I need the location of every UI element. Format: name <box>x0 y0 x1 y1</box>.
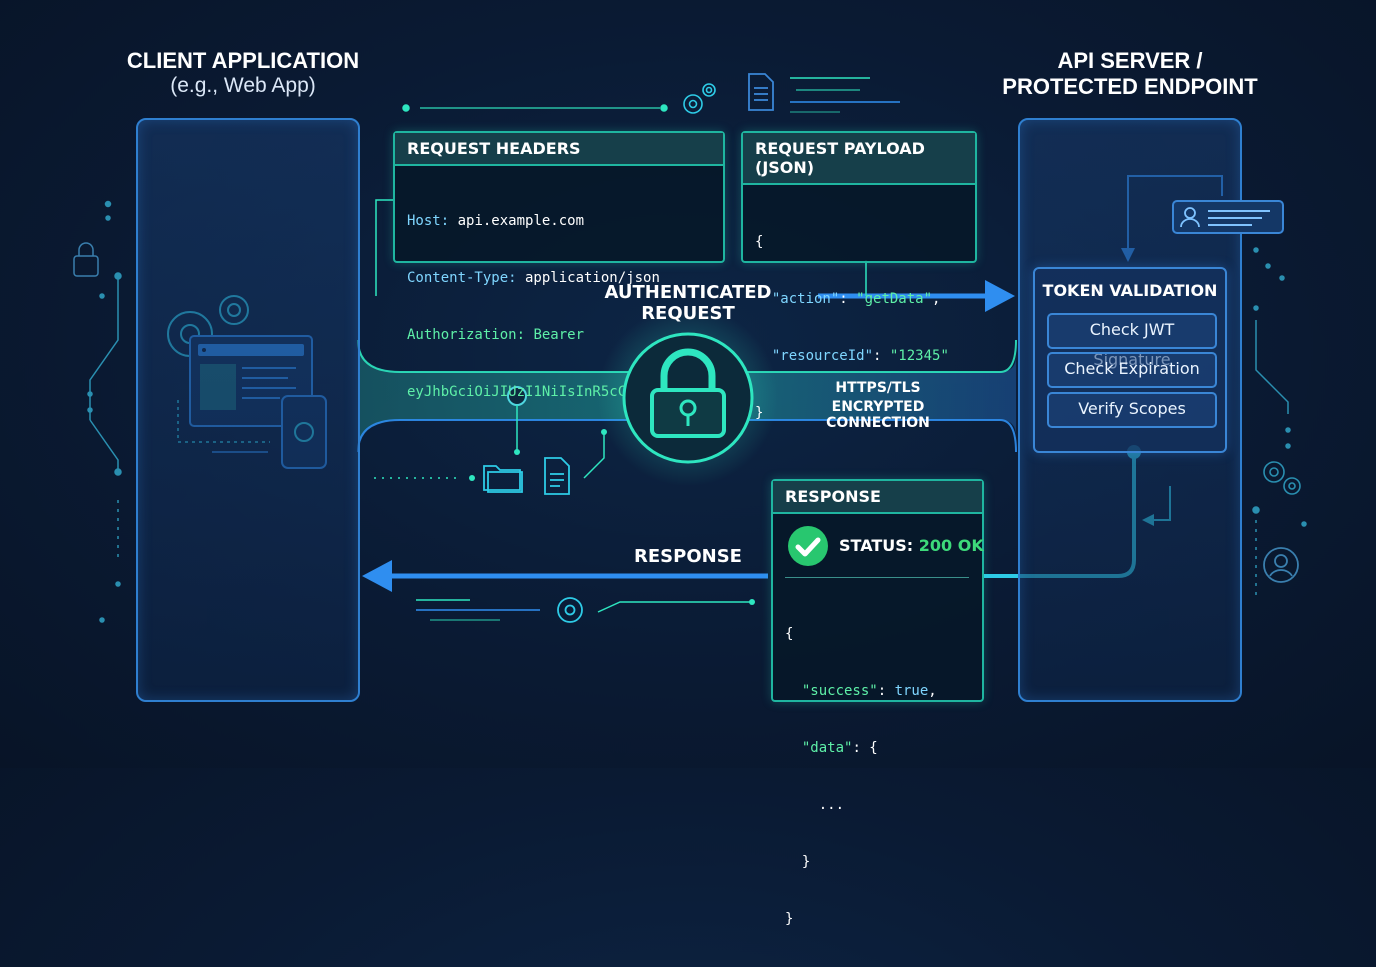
tunnel-node <box>507 386 527 455</box>
payload-open-brace: { <box>755 234 764 250</box>
tls-label-line1: HTTPS/TLS <box>835 380 921 396</box>
gear-icon <box>1260 458 1306 500</box>
server-title-line2: PROTECTED ENDPOINT <box>1002 74 1258 99</box>
server-title-line1: API SERVER / <box>1057 48 1203 73</box>
server-identity-card <box>1172 200 1284 234</box>
header-host-value: api.example.com <box>449 213 585 229</box>
token-validation-box: TOKEN VALIDATION Check JWT Signature Che… <box>1033 267 1227 453</box>
response-close-brace: } <box>785 911 794 927</box>
decor-lines-top <box>402 77 900 113</box>
padlock-icon <box>620 330 756 466</box>
header-content-type-value: application/json <box>516 270 660 286</box>
user-icon <box>1262 546 1300 584</box>
checkmark-icon <box>787 525 829 567</box>
payload-action-key: "action" <box>771 291 840 307</box>
verify-scopes-button[interactable]: Verify Scopes <box>1047 392 1217 428</box>
check-jwt-signature-button[interactable]: Check JWT Signature <box>1047 313 1217 369</box>
check-expiration-button[interactable]: Check Expiration <box>1047 352 1217 388</box>
response-data-open: { <box>869 740 878 756</box>
document-icon <box>746 72 776 112</box>
request-headers-box: REQUEST HEADERS Host: api.example.com Co… <box>393 131 736 400</box>
request-payload-box: REQUEST PAYLOAD (JSON) { "action": "getD… <box>741 131 977 421</box>
header-host-key: Host: <box>407 213 450 229</box>
response-heading: RESPONSE <box>773 481 982 514</box>
document-icon <box>542 456 574 496</box>
header-authorization-key: Authorization: <box>407 327 526 343</box>
user-icon <box>1180 207 1200 228</box>
request-arrow <box>360 199 1015 312</box>
response-success-key: "success" <box>801 683 878 699</box>
folder-icon <box>482 458 526 496</box>
status-value: 200 OK <box>918 536 984 555</box>
response-open-brace: { <box>785 626 794 642</box>
response-ellipsis: ... <box>818 797 845 813</box>
token-validation-heading: TOKEN VALIDATION <box>1042 281 1218 300</box>
response-success-value: true <box>894 683 929 699</box>
decor-lines-bottom <box>374 429 755 621</box>
payload-action-value: "getData" <box>856 291 933 307</box>
status-label: STATUS: <box>839 536 914 555</box>
tls-label-line2: ENCRYPTED CONNECTION <box>826 399 930 431</box>
gear-icon <box>680 80 720 120</box>
authenticated-request-label: AUTHENTICATED REQUEST <box>604 282 772 324</box>
header-authorization-value: Bearer <box>525 327 585 343</box>
client-subtitle: (e.g., Web App) <box>170 74 316 97</box>
gear-icon <box>550 592 590 632</box>
response-data-key: "data" <box>801 740 853 756</box>
payload-resource-key: "resourceId" <box>771 348 874 364</box>
request-payload-heading: REQUEST PAYLOAD (JSON) <box>743 133 975 185</box>
decor-circuit-right <box>1252 247 1307 600</box>
request-headers-heading: REQUEST HEADERS <box>395 133 723 166</box>
client-title: CLIENT APPLICATION <box>126 48 360 73</box>
payload-close-brace: } <box>755 405 764 421</box>
header-content-type-key: Content-Type: <box>407 270 517 286</box>
response-flow-label: RESPONSE <box>634 546 742 567</box>
decor-circuit-left <box>73 200 122 623</box>
response-box: RESPONSE STATUS: 200 OK { "success": tru… <box>771 479 984 927</box>
response-data-close: } <box>801 854 811 870</box>
client-application-panel[interactable] <box>136 118 360 702</box>
payload-resource-value: "12345" <box>889 348 949 364</box>
